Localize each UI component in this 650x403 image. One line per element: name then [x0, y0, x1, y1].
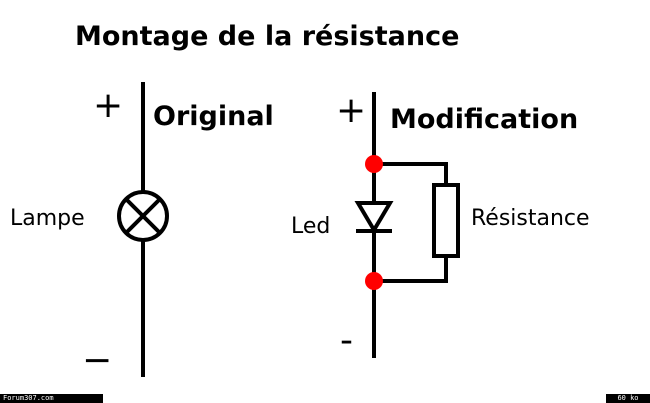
- modification-plus-sign: +: [336, 90, 366, 131]
- lamp-cross-icon: [117, 190, 169, 242]
- original-plus-sign: +: [93, 85, 123, 126]
- modification-heading: Modification: [390, 104, 578, 135]
- original-circuit: + Original Lampe −: [10, 82, 274, 381]
- modification-minus-sign: -: [340, 320, 353, 361]
- diode-icon: [354, 201, 394, 234]
- footer-site-label: Forum307.com: [0, 394, 103, 403]
- diagram-title: Montage de la résistance: [75, 21, 459, 52]
- lamp-label: Lampe: [10, 206, 85, 231]
- footer-size-label: 60 ko: [606, 394, 650, 403]
- resistor-branch-bottom: [374, 256, 448, 283]
- original-heading: Original: [153, 101, 274, 132]
- junction-dot-bottom: [365, 272, 383, 290]
- junction-dot-top: [365, 155, 383, 173]
- led-label: Led: [291, 214, 330, 239]
- modified-circuit: + Modification Led Résistance -: [291, 90, 590, 361]
- original-minus-sign: −: [82, 340, 112, 381]
- resistor-branch-top: [374, 162, 448, 185]
- resistor-icon: [432, 183, 460, 258]
- resistor-label: Résistance: [471, 206, 590, 231]
